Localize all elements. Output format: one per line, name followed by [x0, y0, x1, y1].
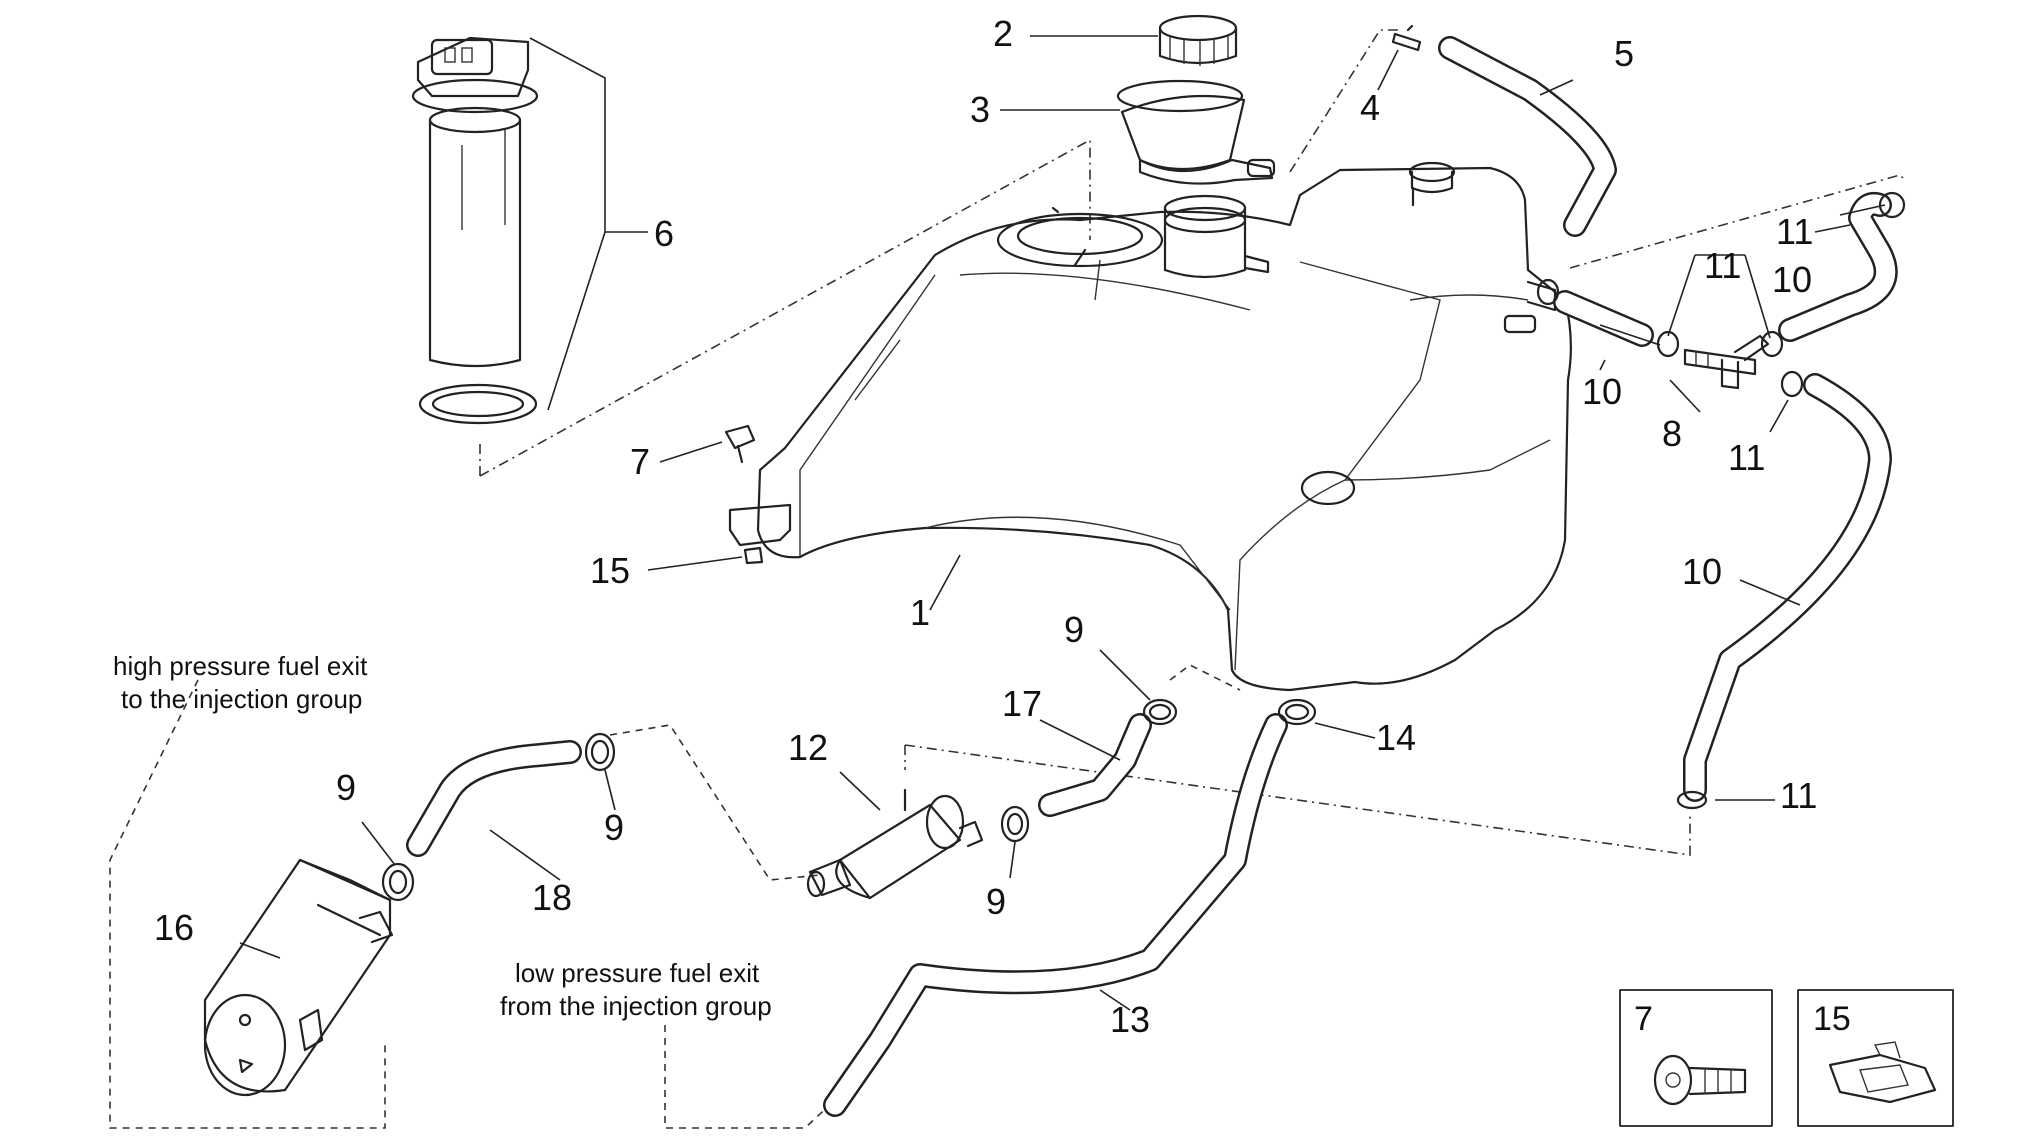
high-pressure-note-line1: high pressure fuel exit — [113, 651, 368, 681]
callout-2: 2 — [993, 13, 1013, 54]
callout-6: 6 — [654, 213, 674, 254]
callout-11-top-right: 11 — [1776, 211, 1813, 252]
electric-fuel-pump — [203, 858, 394, 1097]
hoses — [406, 36, 1898, 1117]
low-pressure-note-line1: low pressure fuel exit — [515, 958, 760, 988]
detail-box-7: 7 — [1619, 989, 1773, 1127]
filler-neck — [1116, 79, 1276, 279]
annotations: high pressure fuel exit to the injection… — [113, 651, 772, 1021]
low-pressure-note-line2: from the injection group — [500, 991, 772, 1021]
callout-10-mid: 10 — [1582, 371, 1622, 412]
leader-lines — [239, 35, 1886, 1011]
callout-13: 13 — [1110, 999, 1150, 1040]
fuel-cap — [1158, 14, 1238, 66]
callout-7: 7 — [630, 441, 650, 482]
vent-fitting — [1391, 24, 1422, 52]
screw-and-clip — [724, 424, 792, 565]
callout-11-mid: 11 — [1728, 437, 1765, 478]
callout-15: 15 — [590, 550, 630, 591]
callout-10-upper: 10 — [1772, 259, 1812, 300]
high-pressure-note-line2: to the injection group — [121, 684, 362, 714]
callout-1: 1 — [910, 592, 930, 633]
assembly-guide-lines — [109, 29, 1906, 1129]
detail-box-15: 15 — [1797, 989, 1954, 1127]
callout-11-bottom: 11 — [1780, 775, 1817, 816]
fuel-filter — [806, 788, 984, 900]
fuel-tank — [756, 161, 1572, 692]
callout-3: 3 — [970, 89, 990, 130]
fuel-pump-unit — [411, 36, 648, 425]
callout-16: 16 — [154, 907, 194, 948]
callout-18: 18 — [532, 877, 572, 918]
callout-4: 4 — [1360, 87, 1380, 128]
hose-clamps — [381, 191, 1906, 902]
callout-9-low: 9 — [986, 881, 1006, 922]
callout-11-top-mid: 11 — [1704, 245, 1741, 286]
callout-9-left: 9 — [336, 767, 356, 808]
callout-5: 5 — [1614, 33, 1634, 74]
callout-numbers: 1 2 3 4 5 6 7 8 9 9 9 9 10 10 10 11 11 1… — [154, 13, 1817, 1040]
callout-12: 12 — [788, 727, 828, 768]
callout-14: 14 — [1376, 717, 1416, 758]
detail-box-7-label: 7 — [1634, 1000, 1653, 1038]
callout-9-mid: 9 — [604, 807, 624, 848]
callout-9-top: 9 — [1064, 609, 1084, 650]
detail-box-15-label: 15 — [1813, 1000, 1851, 1038]
callout-10-right: 10 — [1682, 551, 1722, 592]
callout-17: 17 — [1002, 683, 1042, 724]
callout-8: 8 — [1662, 413, 1682, 454]
t-connector — [1683, 334, 1770, 390]
